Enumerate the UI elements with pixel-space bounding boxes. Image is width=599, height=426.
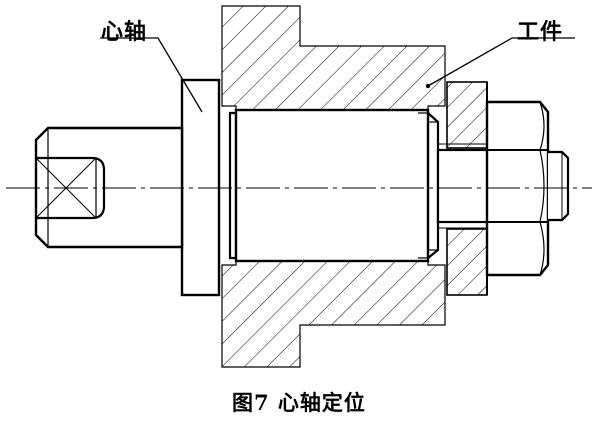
leader-dot-workpiece [425,83,431,89]
mandrel-label: 心轴 [101,19,148,45]
mandrel-body [228,108,500,263]
figure-caption: 图7 心轴定位 [232,390,366,415]
workpiece-label: 工件 [517,19,564,45]
leader-lines [100,37,575,113]
